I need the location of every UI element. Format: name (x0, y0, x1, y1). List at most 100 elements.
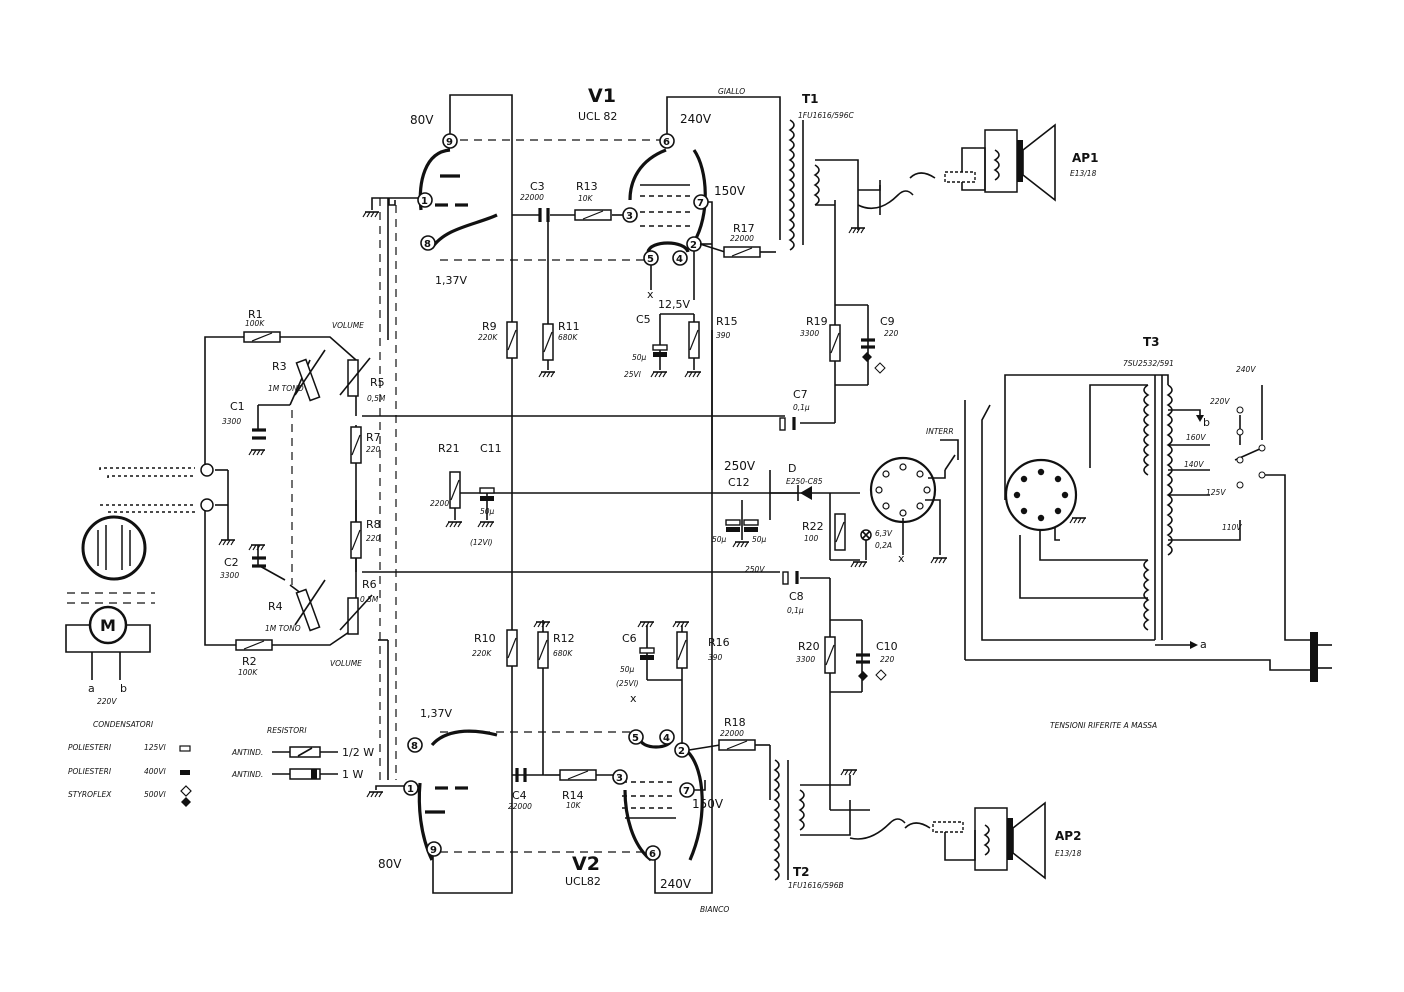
svg-text:R9: R9 (482, 320, 497, 333)
svg-text:3300: 3300 (222, 417, 241, 426)
svg-text:1/2 W: 1/2 W (342, 746, 374, 759)
svg-text:7: 7 (697, 198, 704, 209)
svg-text:5: 5 (647, 254, 654, 265)
svg-text:50µ: 50µ (752, 535, 767, 544)
svg-text:C11: C11 (480, 442, 502, 455)
svg-text:POLIESTERI: POLIESTERI (68, 767, 112, 776)
svg-text:220: 220 (884, 329, 899, 338)
svg-text:1: 1 (421, 196, 428, 207)
svg-text:C5: C5 (636, 313, 651, 326)
svg-text:50µ: 50µ (632, 353, 647, 362)
svg-text:0,1µ: 0,1µ (793, 403, 810, 412)
svg-text:AP1: AP1 (1072, 151, 1098, 165)
svg-text:6: 6 (663, 137, 670, 148)
svg-text:240V: 240V (1236, 365, 1256, 374)
svg-text:0,5M: 0,5M (367, 394, 386, 403)
svg-text:R11: R11 (558, 320, 580, 333)
svg-text:R14: R14 (562, 789, 584, 802)
svg-text:b: b (120, 682, 127, 695)
svg-text:5: 5 (632, 733, 639, 744)
svg-text:R15: R15 (716, 315, 738, 328)
svg-text:R1: R1 (248, 308, 263, 321)
svg-text:220K: 220K (478, 333, 498, 342)
svg-text:T3: T3 (1143, 335, 1160, 349)
svg-text:125Vl: 125Vl (144, 743, 166, 752)
svg-text:150V: 150V (692, 797, 724, 811)
svg-text:220V: 220V (1210, 397, 1230, 406)
svg-text:6,3V: 6,3V (875, 529, 893, 538)
input-connector (81, 463, 214, 581)
wire-color-labels: GIALLO BIANCO (700, 87, 745, 914)
speaker-ap2 (904, 801, 1046, 880)
v1-pins: 9 1 8 6 3 7 2 5 4 (417, 133, 709, 266)
diode-d (770, 485, 812, 501)
svg-text:C10: C10 (876, 640, 898, 653)
svg-text:220: 220 (366, 534, 381, 543)
svg-text:a: a (1200, 638, 1207, 651)
svg-text:R13: R13 (576, 180, 598, 193)
svg-text:b: b (1203, 416, 1210, 429)
svg-text:R2: R2 (242, 655, 257, 668)
svg-text:3300: 3300 (800, 329, 819, 338)
svg-text:220K: 220K (472, 649, 492, 658)
svg-text:2200: 2200 (430, 499, 449, 508)
svg-text:(25Vl): (25Vl) (616, 679, 639, 688)
svg-text:3: 3 (626, 211, 633, 222)
svg-text:2: 2 (678, 746, 685, 757)
svg-text:1,37V: 1,37V (435, 274, 467, 287)
svg-text:STYROFLEX: STYROFLEX (68, 790, 112, 799)
svg-text:R7: R7 (366, 431, 381, 444)
svg-text:3300: 3300 (796, 655, 815, 664)
svg-text:E13/18: E13/18 (1055, 849, 1082, 858)
transformer-t3 (964, 374, 1332, 682)
svg-text:C3: C3 (530, 180, 545, 193)
svg-text:C2: C2 (224, 556, 239, 569)
svg-text:R22: R22 (802, 520, 824, 533)
svg-text:C7: C7 (793, 388, 808, 401)
svg-text:9: 9 (446, 137, 453, 148)
svg-text:0,1µ: 0,1µ (787, 606, 804, 615)
transformer-t2 (773, 759, 906, 881)
valve-labels: V1 UCL 82 V2 UCL82 (565, 85, 617, 888)
svg-text:160V: 160V (1186, 433, 1206, 442)
svg-text:R17: R17 (733, 222, 755, 235)
svg-text:R18: R18 (724, 716, 746, 729)
potentiometers (294, 349, 373, 635)
svg-text:80V: 80V (378, 857, 402, 871)
svg-text:3: 3 (616, 773, 623, 784)
svg-text:50µ: 50µ (620, 665, 635, 674)
speaker-labels: AP1 E13/18 AP2 E13/18 (1055, 151, 1098, 858)
svg-text:390: 390 (708, 653, 723, 662)
svg-text:R3: R3 (272, 360, 287, 373)
svg-text:R20: R20 (798, 640, 820, 653)
svg-text:220: 220 (880, 655, 895, 664)
svg-text:240V: 240V (660, 877, 692, 891)
svg-text:VOLUME: VOLUME (330, 659, 362, 668)
svg-text:AP2: AP2 (1055, 829, 1081, 843)
v1-type: UCL 82 (578, 110, 617, 123)
svg-text:22000: 22000 (520, 193, 544, 202)
voltage-labels: 80V 240V 150V 1,37V 12,5V 80V 240V 150V … (378, 112, 765, 891)
valve-v1 (418, 139, 707, 261)
svg-text:400Vl: 400Vl (144, 767, 166, 776)
svg-text:10K: 10K (566, 801, 582, 810)
svg-text:ANTIND.: ANTIND. (231, 770, 263, 779)
svg-text:250V: 250V (724, 459, 756, 473)
svg-text:VOLUME: VOLUME (332, 321, 364, 330)
v1-name: V1 (588, 85, 616, 107)
svg-text:12,5V: 12,5V (658, 298, 690, 311)
svg-text:100K: 100K (245, 319, 265, 328)
svg-text:a: a (88, 682, 95, 695)
svg-text:100: 100 (804, 534, 819, 543)
motor-symbol: M (100, 616, 116, 635)
svg-text:1: 1 (407, 784, 414, 795)
svg-text:50µ: 50µ (480, 507, 495, 516)
svg-text:D: D (788, 462, 796, 475)
svg-text:220V: 220V (97, 697, 117, 706)
svg-text:22000: 22000 (720, 729, 744, 738)
svg-text:7: 7 (683, 786, 690, 797)
svg-text:4: 4 (663, 733, 670, 744)
svg-text:1 W: 1 W (342, 768, 363, 781)
svg-text:C8: C8 (789, 590, 804, 603)
capacitor-labels: C1 3300 C2 3300 C3 22000 C4 22000 C5 50µ… (220, 180, 899, 811)
